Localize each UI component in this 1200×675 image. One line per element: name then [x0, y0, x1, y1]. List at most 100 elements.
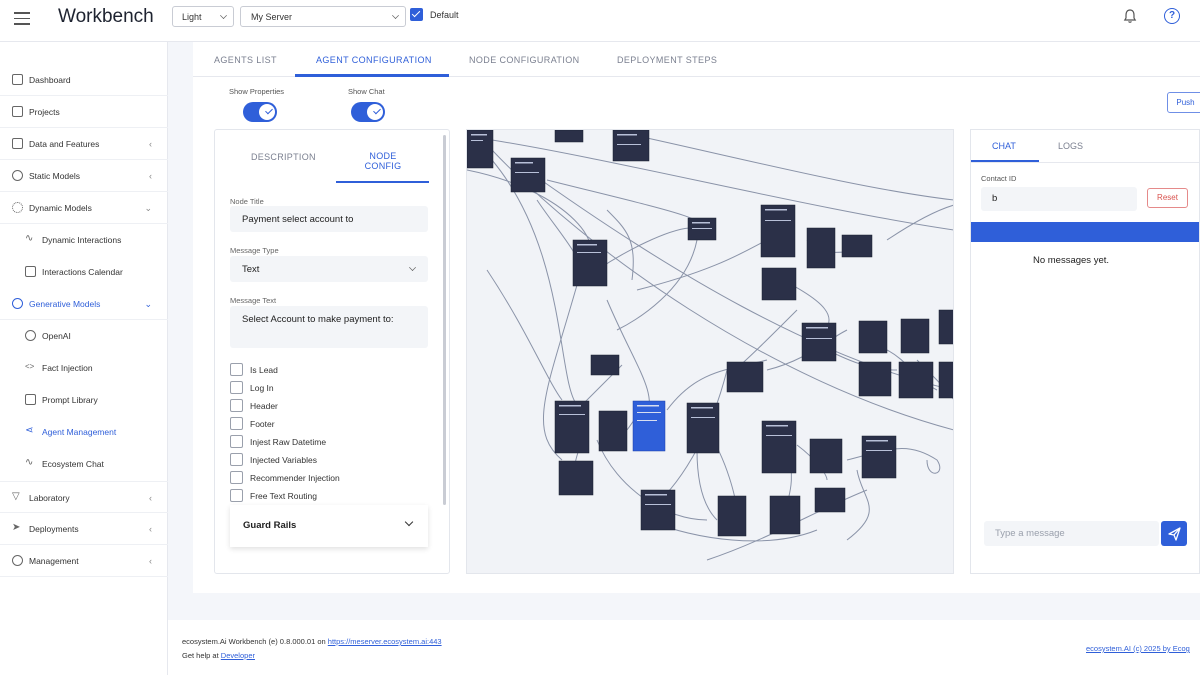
- palette-icon: [12, 298, 23, 309]
- tab-agents-list[interactable]: AGENTS LIST: [214, 55, 277, 65]
- sidebar-item-label: Projects: [29, 107, 60, 117]
- theme-select[interactable]: Light: [172, 6, 234, 27]
- projects-icon: [12, 106, 23, 117]
- activity-icon: ∿: [25, 233, 34, 244]
- node-title-label: Node Title: [230, 197, 264, 206]
- sidebar-item-openai[interactable]: OpenAI: [0, 320, 168, 352]
- dashboard-icon: [12, 74, 23, 85]
- developer-link[interactable]: Developer: [220, 651, 255, 660]
- tab-agent-configuration[interactable]: AGENT CONFIGURATION: [316, 55, 432, 65]
- share-icon: ⋖: [25, 425, 34, 436]
- free-text-routing-checkbox[interactable]: [230, 489, 243, 502]
- node-title-input[interactable]: Payment select account to: [230, 206, 428, 232]
- code-icon: <>: [25, 362, 35, 371]
- show-chat-toggle[interactable]: [351, 102, 385, 122]
- sidebar-item-management[interactable]: Management ‹: [0, 545, 168, 577]
- flow-graph[interactable]: [467, 130, 954, 574]
- sidebar-item-static-models[interactable]: Static Models ‹: [0, 160, 168, 192]
- footer-checkbox[interactable]: [230, 417, 243, 430]
- header-checkbox[interactable]: [230, 399, 243, 412]
- tab-bar: AGENTS LIST AGENT CONFIGURATION NODE CON…: [193, 42, 1200, 77]
- send-icon: [1168, 527, 1181, 541]
- bell-icon[interactable]: [1122, 8, 1138, 24]
- calendar-icon: [25, 266, 36, 277]
- message-type-value: Text: [242, 264, 260, 275]
- sidebar-item-data-and-features[interactable]: Data and Features ‹: [0, 128, 168, 160]
- sidebar-item-ecosystem-chat[interactable]: ∿ Ecosystem Chat: [0, 448, 168, 480]
- chevron-down-icon: [220, 12, 227, 19]
- footer-help-line: Get help at Developer: [182, 651, 255, 660]
- send-button[interactable]: [1161, 521, 1187, 546]
- tab-description[interactable]: DESCRIPTION: [251, 152, 316, 162]
- sidebar-item-label: Generative Models: [29, 299, 101, 309]
- menu-icon[interactable]: [14, 12, 30, 26]
- is-lead-checkbox[interactable]: [230, 363, 243, 376]
- sidebar-item-fact-injection[interactable]: <> Fact Injection: [0, 352, 168, 384]
- log-in-checkbox[interactable]: [230, 381, 243, 394]
- sidebar-item-label: Fact Injection: [42, 363, 93, 373]
- checkbox-label: Is Lead: [250, 365, 278, 375]
- tab-deployment-steps[interactable]: DEPLOYMENT STEPS: [617, 55, 718, 65]
- help-icon[interactable]: ?: [1164, 8, 1180, 24]
- active-tab-indicator: [971, 160, 1039, 162]
- sidebar-item-label: Data and Features: [29, 139, 100, 149]
- copyright: ecosystem.AI (c) 2025 by Ecog: [1086, 644, 1190, 653]
- contact-id-input[interactable]: b: [981, 187, 1137, 211]
- sidebar-item-generative-models[interactable]: Generative Models ⌄: [0, 288, 168, 320]
- reset-button[interactable]: Reset: [1147, 188, 1188, 208]
- check-icon: [373, 106, 381, 115]
- push-button[interactable]: Push: [1167, 92, 1200, 113]
- footer: ecosystem.Ai Workbench (e) 0.8.000.01 on…: [168, 620, 1200, 675]
- recommender-injection-checkbox[interactable]: [230, 471, 243, 484]
- active-tab-indicator: [336, 181, 429, 183]
- send-icon: ➤: [12, 522, 21, 533]
- sidebar-item-prompt-library[interactable]: Prompt Library: [0, 384, 168, 416]
- tab-node-config-line2: CONFIG: [364, 161, 402, 171]
- show-chat-label: Show Chat: [348, 87, 385, 96]
- tab-node-configuration[interactable]: NODE CONFIGURATION: [469, 55, 580, 65]
- panel-scrollbar[interactable]: [443, 135, 446, 505]
- chevron-down-icon: [392, 12, 399, 19]
- sidebar-item-projects[interactable]: Projects: [0, 96, 168, 128]
- default-checkbox[interactable]: [410, 8, 423, 21]
- injected-variables-checkbox[interactable]: [230, 453, 243, 466]
- tab-node-config[interactable]: NODE CONFIG: [355, 151, 411, 171]
- sidebar-item-dynamic-models[interactable]: Dynamic Models ⌄: [0, 192, 168, 224]
- sidebar-item-dashboard[interactable]: Dashboard: [0, 64, 168, 96]
- gear-icon: [12, 555, 23, 566]
- chevron-left-icon: ‹: [149, 556, 152, 566]
- user-icon: [12, 170, 23, 181]
- app-title: Workbench: [58, 6, 154, 27]
- sidebar-item-dynamic-interactions[interactable]: ∿ Dynamic Interactions: [0, 224, 168, 256]
- tab-chat[interactable]: CHAT: [992, 141, 1016, 151]
- sidebar-item-agent-management[interactable]: ⋖ Agent Management: [0, 416, 168, 448]
- check-icon: [265, 106, 273, 115]
- sidebar-item-label: Deployments: [29, 524, 79, 534]
- show-properties-toggle[interactable]: [243, 102, 277, 122]
- sidebar-item-deployments[interactable]: ➤ Deployments ‹: [0, 513, 168, 545]
- contact-id-label: Contact ID: [981, 174, 1017, 183]
- message-text-label: Message Text: [230, 296, 277, 305]
- server-link[interactable]: https://meserver.ecosystem.ai:443: [327, 637, 442, 646]
- tab-logs[interactable]: LOGS: [1058, 141, 1084, 151]
- copyright-link[interactable]: ecosystem.AI (c) 2025 by Ecog: [1086, 644, 1190, 653]
- chevron-down-icon: ⌄: [144, 203, 152, 213]
- server-select[interactable]: My Server: [240, 6, 406, 27]
- sidebar-item-label: Dynamic Interactions: [42, 235, 122, 245]
- file-icon: [25, 394, 36, 405]
- chevron-left-icon: ‹: [149, 171, 152, 181]
- sidebar-item-label: OpenAI: [42, 331, 71, 341]
- checkbox-label: Log In: [250, 383, 274, 393]
- message-text-textarea[interactable]: Select Account to make payment to:: [230, 306, 428, 348]
- injest-raw-datetime-checkbox[interactable]: [230, 435, 243, 448]
- sidebar-item-laboratory[interactable]: ▽ Laboratory ‹: [0, 481, 168, 513]
- server-select-value: My Server: [251, 12, 293, 22]
- message-input[interactable]: Type a message: [984, 521, 1159, 546]
- sidebar-item-interactions-calendar[interactable]: Interactions Calendar: [0, 256, 168, 288]
- flow-canvas[interactable]: [466, 129, 954, 574]
- sidebar-item-label: Dynamic Models: [29, 203, 92, 213]
- chevron-down-icon: [409, 264, 416, 271]
- guard-rails-accordion[interactable]: Guard Rails: [230, 505, 428, 547]
- message-type-select[interactable]: Text: [230, 256, 428, 282]
- sidebar-item-label: Prompt Library: [42, 395, 98, 405]
